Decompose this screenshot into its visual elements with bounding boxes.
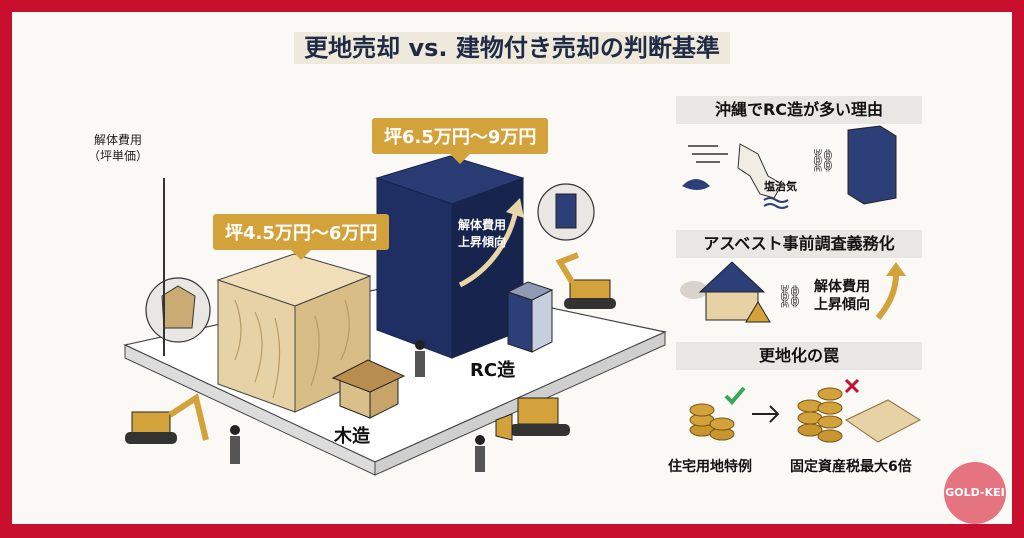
coin-stack-large-icon	[797, 387, 843, 443]
rise-arrow-head	[506, 198, 524, 218]
salt-air-icon	[763, 197, 789, 209]
rc-building-side	[531, 289, 553, 353]
page-title-text: 更地売却 vs. 建物付き売却の判断基準	[294, 32, 730, 64]
coin-stack-icon	[689, 403, 735, 441]
dust-icon	[680, 281, 708, 299]
excavator-icon	[125, 393, 209, 444]
warning-icon	[745, 301, 771, 323]
trap-left-caption: 住宅用地特例	[668, 459, 752, 475]
axis-label: 解体費用 （坪単価）	[88, 132, 148, 164]
rc-arrow-label-line2: 上昇傾向	[458, 235, 507, 249]
rc-building-roof	[506, 281, 554, 301]
worker-icon-3	[475, 435, 485, 472]
rc-arrow-label-line1: 解体費用	[458, 218, 507, 232]
asbestos-cost-line2: 上昇傾向	[814, 297, 870, 313]
salt-air-label: 塩治気	[764, 180, 797, 193]
wood-grain	[234, 299, 350, 399]
rc-building-icon	[507, 291, 533, 353]
link-icon-2: ⛓	[776, 285, 804, 310]
rise-arrow-small	[875, 273, 899, 320]
logo-badge: GOLD-KEI	[944, 462, 1006, 524]
asbestos-cost-line1: 解体費用	[814, 279, 870, 295]
wooden-house-roof	[331, 359, 406, 393]
house-roof-icon	[698, 261, 766, 293]
okinawa-heading: 沖縄でRC造が多い理由	[676, 96, 922, 124]
rc-building-bubble-icon	[555, 193, 577, 229]
wave-icon	[682, 179, 710, 190]
rc-block-front	[376, 177, 453, 359]
arrow-right-icon	[752, 405, 780, 423]
page-title: 更地売却 vs. 建物付き売却の判断基準	[0, 28, 1024, 64]
rise-arrow-small-head	[886, 262, 906, 276]
trap-heading: 更地化の罠	[676, 342, 922, 370]
rc-arrow-label: 解体費用 上昇傾向	[458, 216, 506, 250]
bulldozer-icon	[495, 397, 570, 441]
wood-label: 木造	[334, 426, 370, 447]
rc-label: RC造	[470, 360, 516, 381]
asbestos-cost-label: 解体費用 上昇傾向	[814, 278, 870, 314]
check-icon	[724, 386, 746, 405]
cross-icon	[844, 378, 860, 394]
worker-icon	[230, 425, 240, 464]
axis-label-line2: （坪単価）	[88, 149, 149, 163]
rc-building-side-icon	[847, 125, 897, 205]
asbestos-heading: アスベスト事前調査義務化	[676, 230, 922, 258]
axis-line	[163, 178, 165, 356]
rc-price-tag: 坪6.5万円～9万円	[372, 118, 549, 164]
axis-label-line1: 解体費用	[94, 133, 143, 147]
excavator-icon-right	[555, 252, 616, 309]
link-icon: ⛓	[809, 149, 837, 174]
vacant-land-icon	[845, 399, 922, 443]
worker-icon-2	[415, 340, 425, 377]
wood-price-tag: 坪4.5万円～6万円	[213, 214, 390, 260]
wind-icon	[688, 145, 728, 163]
rise-arrow-shaft	[458, 209, 519, 288]
trap-right-caption: 固定資産税最大6倍	[790, 459, 912, 475]
